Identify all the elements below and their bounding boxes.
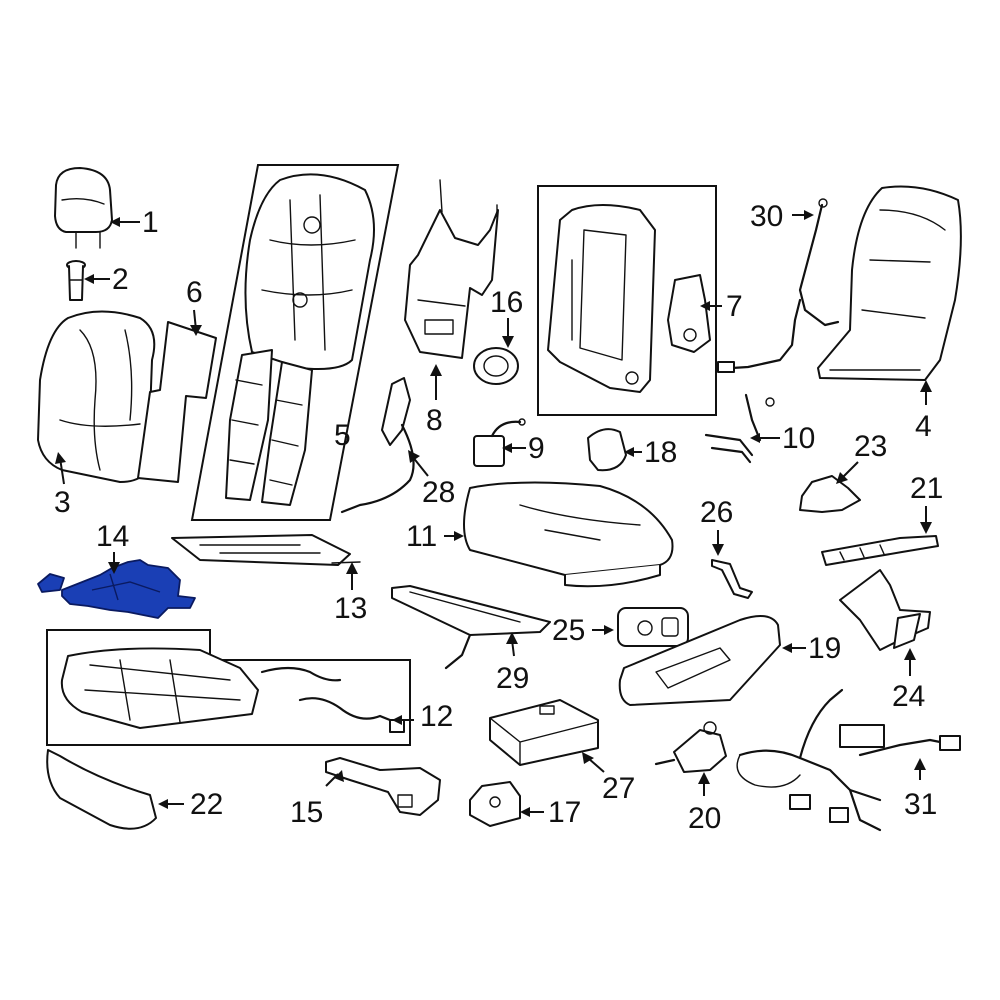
callout-26-label: 26 <box>700 496 733 529</box>
callout-25-label: 25 <box>552 614 585 647</box>
callout-7: 7 <box>700 290 743 323</box>
callout-11: 11 <box>406 520 464 553</box>
callout-24: 24 <box>892 648 925 713</box>
callout-21: 21 <box>910 472 943 534</box>
part-23-clip[interactable] <box>799 475 861 513</box>
part-26-bracket[interactable] <box>711 559 753 599</box>
part-25-seat-switch[interactable] <box>617 607 689 647</box>
callout-10: 10 <box>750 422 815 455</box>
part-7-seatback-frame[interactable] <box>547 204 711 393</box>
callout-13: 13 <box>334 562 367 625</box>
callout-16: 16 <box>490 286 523 348</box>
part-12-cushion-assembly[interactable] <box>60 647 405 733</box>
callout-9-label: 9 <box>528 432 545 465</box>
callout-15-label: 15 <box>290 796 323 829</box>
callout-14: 14 <box>96 520 129 574</box>
part-10-small-harness[interactable] <box>704 393 775 464</box>
callout-24-label: 24 <box>892 680 925 713</box>
part-17-latch[interactable] <box>469 781 521 827</box>
callout-3-label: 3 <box>54 486 71 519</box>
part-28-harness[interactable] <box>340 377 415 514</box>
callout-6: 6 <box>186 276 203 336</box>
part-14-highlighted-unit[interactable] <box>37 559 196 619</box>
part-31-main-harness[interactable] <box>736 688 961 832</box>
callout-19-label: 19 <box>808 632 841 665</box>
part-21-rail-cover[interactable] <box>821 535 939 566</box>
callout-27: 27 <box>582 752 635 805</box>
callout-8: 8 <box>426 364 443 437</box>
cushion-group-box <box>46 629 411 746</box>
part-1-headrest[interactable] <box>54 167 113 249</box>
callout-17: 17 <box>520 796 581 829</box>
part-20-switch-body[interactable] <box>654 721 727 773</box>
part-19-side-trim[interactable] <box>618 615 781 706</box>
callout-5-label: 5 <box>334 419 351 452</box>
callout-25: 25 <box>552 614 614 647</box>
part-9-actuator[interactable] <box>473 418 526 467</box>
part-30-wire-harness[interactable] <box>717 198 840 373</box>
callout-22-label: 22 <box>190 788 223 821</box>
callout-29-label: 29 <box>496 662 529 695</box>
callout-12: 12 <box>392 700 453 733</box>
callout-11-label: 11 <box>406 520 437 553</box>
callout-4: 4 <box>915 380 932 443</box>
callout-20-label: 20 <box>688 802 721 835</box>
callout-17-label: 17 <box>548 796 581 829</box>
part-22-front-trim[interactable] <box>46 749 157 830</box>
part-8-seatback-board[interactable] <box>404 179 499 359</box>
callout-1: 1 <box>110 206 159 239</box>
callout-31: 31 <box>904 758 937 821</box>
part-18-cover-cap[interactable] <box>587 428 627 472</box>
part-24-side-cover[interactable] <box>839 569 931 651</box>
callout-5: 5 <box>334 419 351 452</box>
callout-20: 20 <box>688 772 721 835</box>
callout-30-label: 30 <box>750 200 783 233</box>
callout-16-label: 16 <box>490 286 523 319</box>
callout-18-label: 18 <box>644 436 677 469</box>
frame-7-group-box <box>537 185 717 416</box>
callout-2: 2 <box>84 263 129 296</box>
part-3-seatback-cover[interactable] <box>37 310 156 483</box>
callout-2-label: 2 <box>112 263 129 296</box>
callout-6-label: 6 <box>186 276 203 309</box>
callout-14-label: 14 <box>96 520 129 553</box>
callout-23: 23 <box>836 430 887 484</box>
callout-31-label: 31 <box>904 788 937 821</box>
part-2-headrest-guide[interactable] <box>66 260 86 301</box>
callout-18: 18 <box>624 436 677 469</box>
part-27-control-module[interactable] <box>489 699 599 766</box>
part-6-seatback-pad[interactable] <box>137 321 217 483</box>
callout-27-label: 27 <box>602 772 635 805</box>
callout-12-label: 12 <box>420 700 453 733</box>
callout-15: 15 <box>290 770 344 829</box>
callout-23-label: 23 <box>854 430 887 463</box>
callout-21-label: 21 <box>910 472 943 505</box>
part-16-lumbar-ring[interactable] <box>473 347 519 385</box>
callout-28-label: 28 <box>422 476 455 509</box>
callout-22: 22 <box>158 788 223 821</box>
part-11-seat-cushion[interactable] <box>463 481 674 588</box>
callout-1-label: 1 <box>142 206 159 239</box>
callout-13-label: 13 <box>334 592 367 625</box>
callout-19: 19 <box>782 632 841 665</box>
part-5-seatback-frame-assembly[interactable] <box>225 173 375 506</box>
callout-3: 3 <box>54 452 71 519</box>
part-15-rail-bracket[interactable] <box>325 757 441 816</box>
callout-7-label: 7 <box>726 290 743 323</box>
callout-10-label: 10 <box>782 422 815 455</box>
callout-4-label: 4 <box>915 410 932 443</box>
callout-26: 26 <box>700 496 733 556</box>
seatback-frame-group-box <box>190 164 400 521</box>
callout-30: 30 <box>750 200 814 233</box>
part-29-seat-tray[interactable] <box>391 585 551 670</box>
callout-9: 9 <box>502 432 545 465</box>
part-4-seatback-panel[interactable] <box>817 185 962 381</box>
part-13-heater-mat[interactable] <box>171 534 361 566</box>
callout-28: 28 <box>408 450 455 509</box>
callout-29: 29 <box>496 632 529 695</box>
callout-8-label: 8 <box>426 404 443 437</box>
